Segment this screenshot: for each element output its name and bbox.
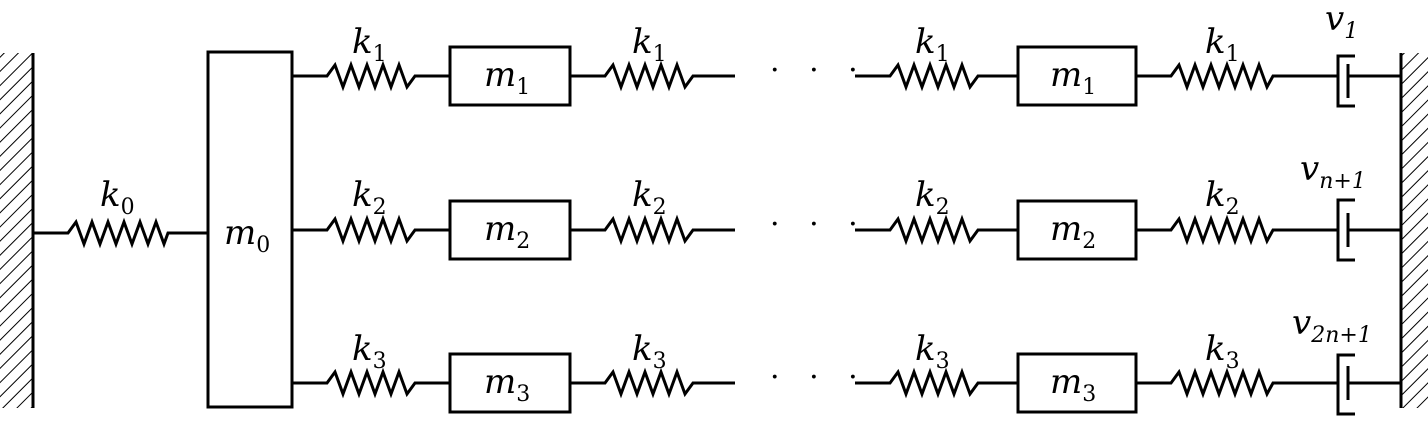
damper-icon	[1336, 54, 1401, 108]
mass-m0: m0	[206, 50, 294, 409]
ellipsis-row2: · · ·	[770, 207, 868, 242]
spring-row2-c	[855, 214, 1018, 246]
spring-row2-d-label: k2	[1205, 175, 1240, 220]
mass-row2-b-label: m2	[1050, 209, 1096, 254]
spring-row1-d-label: k1	[1205, 22, 1240, 67]
ellipsis-row1: · · ·	[770, 53, 868, 88]
spring-row2-c-label: k2	[915, 175, 950, 220]
mass-row1-a-label: m1	[484, 55, 530, 100]
damper-row2-label: vn+1	[1300, 149, 1366, 194]
mass-row3-a-label: m3	[484, 362, 530, 407]
mass-row1-a	[448, 45, 572, 107]
spring-row1-d	[1136, 60, 1338, 92]
spring-row1-a-label: k1	[352, 22, 387, 67]
damper-row3-label: v2n+1	[1292, 303, 1372, 348]
mass-row3-b-label: m3	[1050, 362, 1096, 407]
spring-row3-b-label: k3	[632, 329, 667, 374]
spring-row2-b	[570, 214, 735, 246]
spring-row1-c	[855, 60, 1018, 92]
mass-row1-b-label: m1	[1050, 55, 1096, 100]
mass-row1-b	[1016, 45, 1138, 107]
spring-row3-d	[1136, 367, 1338, 399]
damper-row1-label: v1	[1325, 0, 1358, 44]
spring-row3-d-label: k3	[1205, 329, 1240, 374]
spring-row3-a-label: k3	[352, 329, 387, 374]
spring-k0: k0	[33, 175, 208, 249]
mass-row2-a	[448, 199, 572, 261]
mass-row3-a	[448, 352, 572, 414]
damper-icon	[1336, 353, 1401, 416]
spring-row3-c-label: k3	[915, 329, 950, 374]
left-wall-icon	[0, 53, 35, 408]
spring-row2-a	[292, 214, 450, 246]
mass-row2-b	[1016, 199, 1138, 261]
mass-m0-label: m0	[224, 213, 270, 258]
right-wall-icon	[1399, 53, 1428, 408]
spring-row2-a-label: k2	[352, 175, 387, 220]
spring-row1-b	[570, 60, 735, 92]
spring-row3-b	[570, 367, 735, 399]
spring-row3-c	[855, 367, 1018, 399]
mass-row2-a-label: m2	[484, 209, 530, 254]
spring-row1-b-label: k1	[632, 22, 667, 67]
ellipsis-row3: · · ·	[770, 360, 868, 395]
spring-row2-d	[1136, 214, 1338, 246]
spring-row1-c-label: k1	[915, 22, 950, 67]
spring-row3-a	[292, 367, 450, 399]
row-3: k3 m3 k3 · · · k3 m3 k3 v2n+1	[292, 303, 1401, 416]
spring-row2-b-label: k2	[632, 175, 667, 220]
spring-row1-a	[292, 60, 450, 92]
row-1: k1 m1 k1 · · · k1 m1 k1 v1	[292, 0, 1401, 108]
spring-k0-label: k0	[100, 175, 135, 220]
row-2: k2 m2 k2 · · · k2 m2 k2 vn+1	[292, 149, 1401, 262]
damper-icon	[1336, 198, 1401, 262]
mass-row3-b	[1016, 352, 1138, 414]
